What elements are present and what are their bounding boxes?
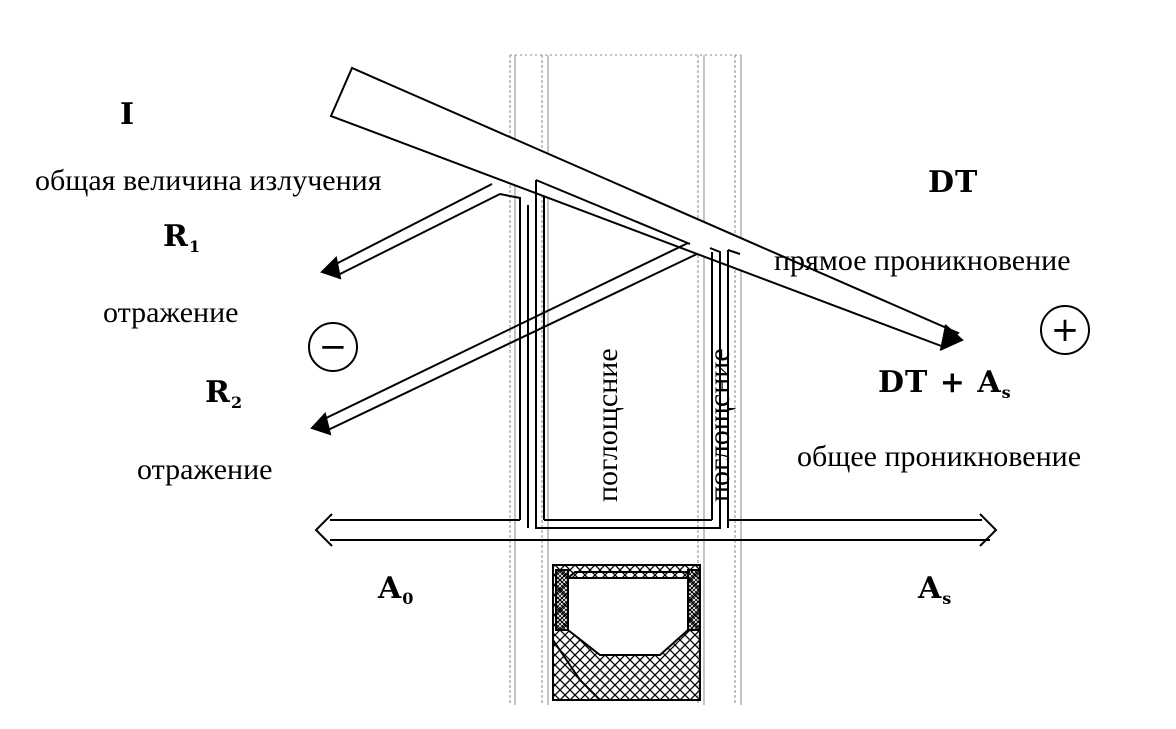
dt-symbol: DT [928,165,979,200]
reflection-r1-beam [320,183,501,280]
reflection-r2-beam [310,242,698,436]
incident-label: общая величина излучения [35,164,382,197]
absorption-paths [499,179,741,529]
absorption-label-pane-1: поглощсние [591,348,624,502]
r1-symbol: R1 [163,219,202,256]
r2-symbol: R2 [205,375,244,412]
r2-label: отражение [137,453,273,486]
incident-beam [329,66,964,351]
total-transmission-symbol: DT + As [878,365,1012,402]
minus-circle-icon: − [308,322,358,372]
incident-symbol: I [120,97,136,132]
plus-circle-icon: + [1040,305,1090,355]
dt-label: прямое проникновение [774,244,1071,277]
absorption-label-pane-2: поглощсние [703,348,736,502]
absorption-distribution-arrow [314,513,998,547]
window-frame-profile [552,564,701,701]
total-transmission-label: общее проникновение [797,440,1082,473]
a0-symbol: A0 [378,571,415,608]
as-symbol: As [918,571,953,608]
r1-label: отражение [103,296,239,329]
